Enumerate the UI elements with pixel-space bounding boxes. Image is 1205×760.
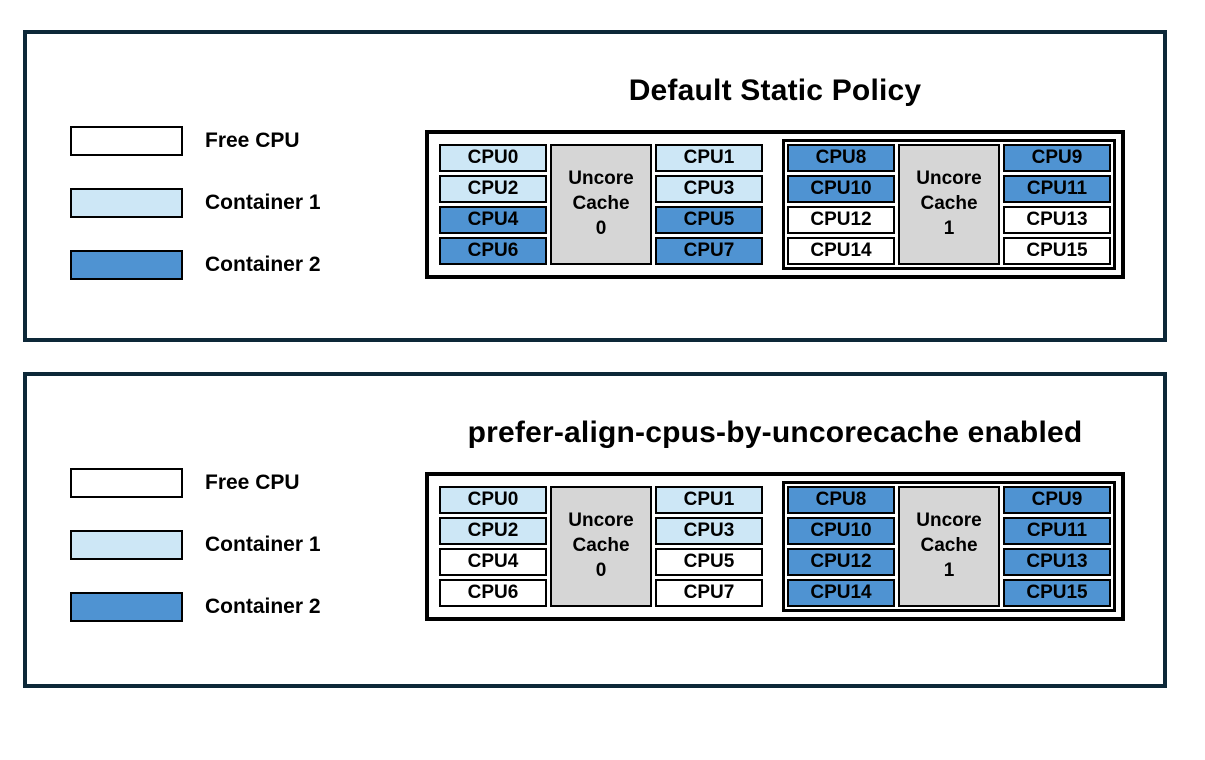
panel-content: Default Static Policy CPU0 CPU2 CPU4 CPU… bbox=[387, 34, 1163, 338]
cpu-cell: CPU13 bbox=[1003, 206, 1111, 234]
cpu-cell: CPU15 bbox=[1003, 237, 1111, 265]
uncore-cache-block: Uncore Cache 1 bbox=[898, 144, 1000, 265]
cpu-cell: CPU14 bbox=[787, 579, 895, 607]
panel-title: prefer-align-cpus-by-uncorecache enabled bbox=[467, 416, 1083, 449]
cpu-cell: CPU0 bbox=[439, 486, 547, 514]
legend: Free CPU Container 1 Container 2 bbox=[27, 376, 387, 684]
legend-swatch-free bbox=[70, 126, 183, 156]
legend-label: Container 2 bbox=[205, 253, 321, 276]
cpu-cell: CPU7 bbox=[655, 579, 763, 607]
cpu-cell: CPU12 bbox=[787, 206, 895, 234]
legend: Free CPU Container 1 Container 2 bbox=[27, 34, 387, 338]
legend-label: Container 2 bbox=[205, 595, 321, 618]
cpu-cell: CPU13 bbox=[1003, 548, 1111, 576]
panel-prefer-align-uncorecache: Free CPU Container 1 Container 2 prefer-… bbox=[23, 372, 1167, 688]
cpu-cell: CPU3 bbox=[655, 175, 763, 203]
uncore-cache-0-group: CPU0 CPU2 CPU4 CPU6 Uncore Cache 0 CPU1 … bbox=[434, 481, 768, 612]
legend-item-container-1: Container 1 bbox=[70, 530, 387, 560]
cpu-cell: CPU4 bbox=[439, 206, 547, 234]
cpu-cell: CPU8 bbox=[787, 486, 895, 514]
cpu-cell: CPU12 bbox=[787, 548, 895, 576]
cpu-cell: CPU14 bbox=[787, 237, 895, 265]
legend-item-container-2: Container 2 bbox=[70, 592, 387, 622]
cpu-cell: CPU2 bbox=[439, 517, 547, 545]
cpu-cell: CPU7 bbox=[655, 237, 763, 265]
legend-label: Container 1 bbox=[205, 533, 321, 556]
cpu-diagram: CPU0 CPU2 CPU4 CPU6 Uncore Cache 0 CPU1 … bbox=[425, 472, 1125, 621]
legend-item-free-cpu: Free CPU bbox=[70, 468, 387, 498]
legend-item-container-2: Container 2 bbox=[70, 250, 387, 280]
cpu-cell: CPU0 bbox=[439, 144, 547, 172]
cpu-cell: CPU1 bbox=[655, 144, 763, 172]
uncore-cache-1-group: CPU8 CPU10 CPU12 CPU14 Uncore Cache 1 CP… bbox=[782, 481, 1116, 612]
cpu-cell: CPU2 bbox=[439, 175, 547, 203]
uncore-cache-block: Uncore Cache 1 bbox=[898, 486, 1000, 607]
panel-title: Default Static Policy bbox=[628, 74, 922, 107]
uncore-cache-1-group: CPU8 CPU10 CPU12 CPU14 Uncore Cache 1 CP… bbox=[782, 139, 1116, 270]
cpu-cell: CPU1 bbox=[655, 486, 763, 514]
legend-label: Free CPU bbox=[205, 129, 300, 152]
legend-label: Container 1 bbox=[205, 191, 321, 214]
legend-label: Free CPU bbox=[205, 471, 300, 494]
uncore-cache-block: Uncore Cache 0 bbox=[550, 144, 652, 265]
cpu-diagram: CPU0 CPU2 CPU4 CPU6 Uncore Cache 0 CPU1 … bbox=[425, 130, 1125, 279]
cpu-cell: CPU6 bbox=[439, 579, 547, 607]
cpu-cell: CPU15 bbox=[1003, 579, 1111, 607]
cpu-cell: CPU11 bbox=[1003, 175, 1111, 203]
legend-item-container-1: Container 1 bbox=[70, 188, 387, 218]
legend-item-free-cpu: Free CPU bbox=[70, 126, 387, 156]
cpu-cell: CPU8 bbox=[787, 144, 895, 172]
cpu-cell: CPU9 bbox=[1003, 486, 1111, 514]
legend-swatch-container2 bbox=[70, 250, 183, 280]
cpu-cell: CPU5 bbox=[655, 548, 763, 576]
cpu-cell: CPU9 bbox=[1003, 144, 1111, 172]
legend-swatch-free bbox=[70, 468, 183, 498]
cpu-cell: CPU6 bbox=[439, 237, 547, 265]
cpu-cell: CPU4 bbox=[439, 548, 547, 576]
cpu-cell: CPU10 bbox=[787, 175, 895, 203]
uncore-cache-block: Uncore Cache 0 bbox=[550, 486, 652, 607]
legend-swatch-container1 bbox=[70, 530, 183, 560]
cpu-cell: CPU5 bbox=[655, 206, 763, 234]
uncore-cache-0-group: CPU0 CPU2 CPU4 CPU6 Uncore Cache 0 CPU1 … bbox=[434, 139, 768, 270]
panel-default-static-policy: Free CPU Container 1 Container 2 Default… bbox=[23, 30, 1167, 342]
legend-swatch-container1 bbox=[70, 188, 183, 218]
panel-content: prefer-align-cpus-by-uncorecache enabled… bbox=[387, 376, 1163, 684]
cpu-cell: CPU3 bbox=[655, 517, 763, 545]
cpu-cell: CPU11 bbox=[1003, 517, 1111, 545]
legend-swatch-container2 bbox=[70, 592, 183, 622]
cpu-cell: CPU10 bbox=[787, 517, 895, 545]
